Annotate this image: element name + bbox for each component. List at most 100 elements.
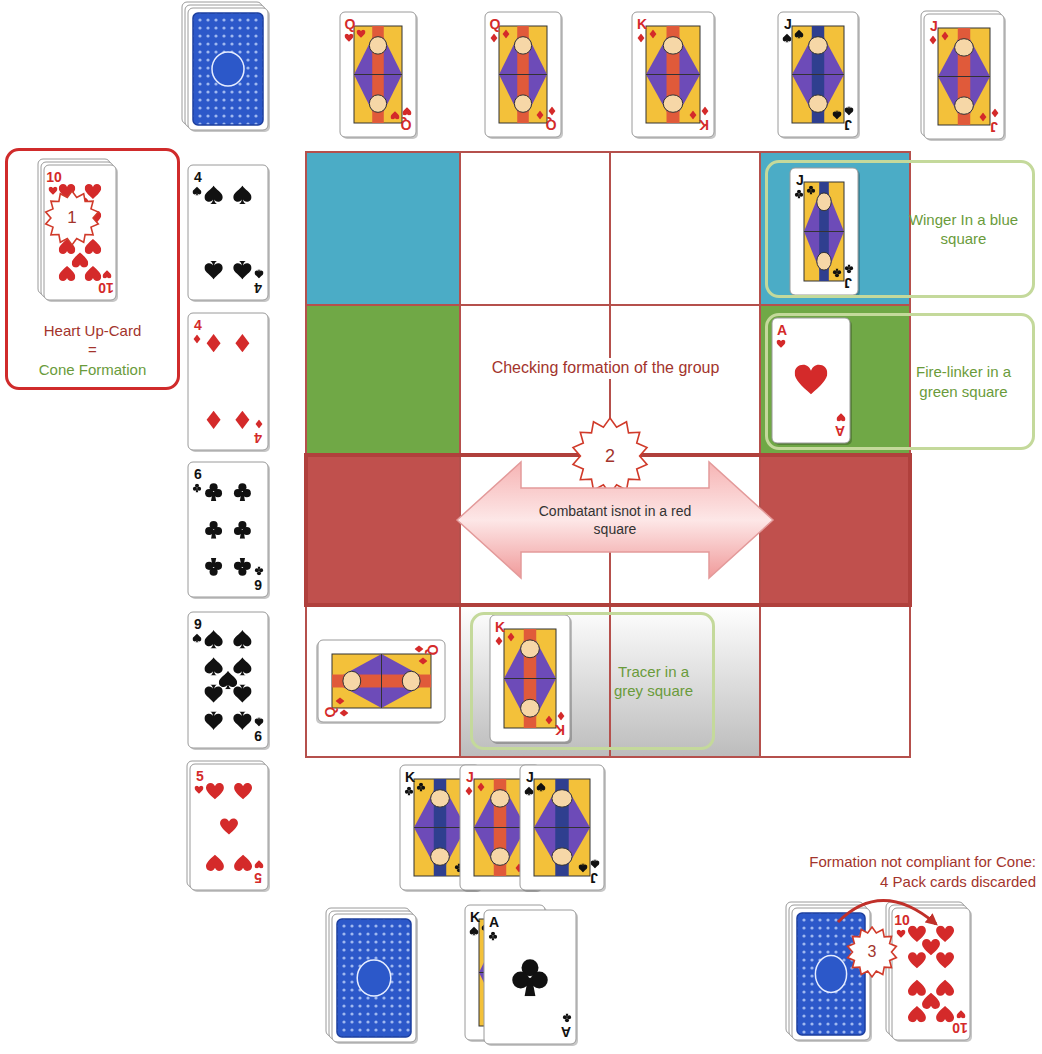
face-robe [414, 779, 466, 876]
card-shadow [788, 904, 866, 1036]
card-face [892, 908, 970, 1040]
face-divider [792, 74, 844, 75]
discard-note: Formation not compliant for Cone: 4 Pack… [806, 852, 1036, 891]
suit-pip [193, 484, 201, 493]
card-face [318, 640, 445, 722]
suit-pip [563, 1014, 571, 1023]
suit-pip [234, 855, 252, 871]
discard-arrow [838, 900, 936, 924]
suit-pip [255, 567, 263, 576]
suit-pip [336, 698, 345, 705]
card-back-pattern [797, 913, 865, 1035]
face-robe [332, 654, 431, 708]
playing-card [778, 12, 860, 139]
card-face [790, 168, 858, 295]
suit-pip [207, 334, 221, 352]
card-rank: Q [401, 118, 412, 132]
node-text: = [88, 340, 97, 360]
suit-pip [579, 864, 588, 873]
suit-pip [59, 266, 76, 281]
card-rank: A [561, 1025, 571, 1039]
suit-pip [345, 34, 354, 42]
suit-pip [405, 787, 413, 796]
face-head [663, 37, 682, 54]
face-head [809, 37, 828, 54]
green-square [760, 305, 910, 455]
card-face [484, 910, 576, 1044]
face-frame [534, 779, 590, 876]
red-square [306, 455, 460, 605]
suit-pip [220, 818, 238, 834]
card-rank: 4 [194, 170, 202, 184]
suit-pip [103, 270, 112, 278]
suit-pip [255, 860, 264, 868]
suit-pip [85, 184, 102, 199]
card-rank: J [466, 770, 474, 784]
suit-pip [205, 483, 222, 501]
up-card-callout: Heart Up-Card=Cone Formation [5, 148, 180, 390]
card-rank: K [637, 17, 647, 31]
suit-pip [837, 413, 846, 421]
face-robe [499, 26, 547, 123]
playing-card [485, 12, 563, 139]
face-divider [804, 231, 844, 232]
suit-pip [255, 718, 264, 727]
face-divider [504, 678, 556, 679]
card-rank: K [405, 770, 415, 784]
face-frame [499, 26, 547, 123]
suit-pip [638, 34, 645, 43]
suit-pip [85, 239, 102, 254]
suit-pip [49, 187, 58, 195]
suit-pip [193, 187, 202, 196]
playing-card [316, 640, 445, 724]
suit-pip [233, 261, 251, 279]
suit-pip [930, 36, 937, 45]
node-text: Combatant isnot in a red square [530, 502, 700, 538]
card-face [490, 615, 570, 742]
suit-pip [205, 521, 222, 539]
suit-pip [936, 926, 954, 942]
face-head [521, 640, 540, 658]
card-rank: 6 [254, 578, 262, 592]
node-text: Cone Formation [39, 360, 147, 380]
suit-pip [219, 671, 237, 689]
face-head [369, 37, 386, 54]
card-rank: 6 [194, 467, 202, 481]
suit-pip [255, 270, 264, 279]
playing-card [921, 11, 1003, 138]
double-arrow-note: Combatant isnot in a red square [455, 460, 775, 580]
suit-pip [908, 926, 926, 942]
suit-pip [403, 107, 412, 115]
playing-card [188, 612, 270, 750]
card-face [188, 313, 268, 450]
card-rank: 10 [894, 913, 910, 927]
face-head [431, 790, 450, 807]
card-rank: Q [345, 17, 356, 31]
card-rank: A [777, 323, 787, 337]
face-divider [474, 827, 526, 828]
face-head [491, 790, 510, 807]
card-shadow [331, 913, 415, 1041]
suit-pip [235, 411, 249, 429]
playing-card [190, 764, 270, 892]
playing-card [490, 615, 572, 744]
callout-number: 3 [868, 943, 877, 961]
card-rank: 10 [46, 170, 62, 184]
suit-pip [908, 1006, 926, 1022]
callout-star [46, 191, 99, 245]
card-shadow [328, 910, 412, 1038]
face-head [402, 671, 420, 690]
card-back-emblem [212, 52, 244, 86]
suit-pip [85, 266, 102, 281]
face-robe [938, 28, 990, 125]
playing-card [889, 905, 969, 1039]
face-head [491, 848, 510, 865]
suit-pip [936, 980, 954, 996]
card-face [182, 2, 262, 124]
face-divider [499, 74, 547, 75]
node-text: Winger In a blue square [903, 210, 1024, 249]
card-face [326, 908, 410, 1036]
arrow-shape [457, 462, 773, 578]
